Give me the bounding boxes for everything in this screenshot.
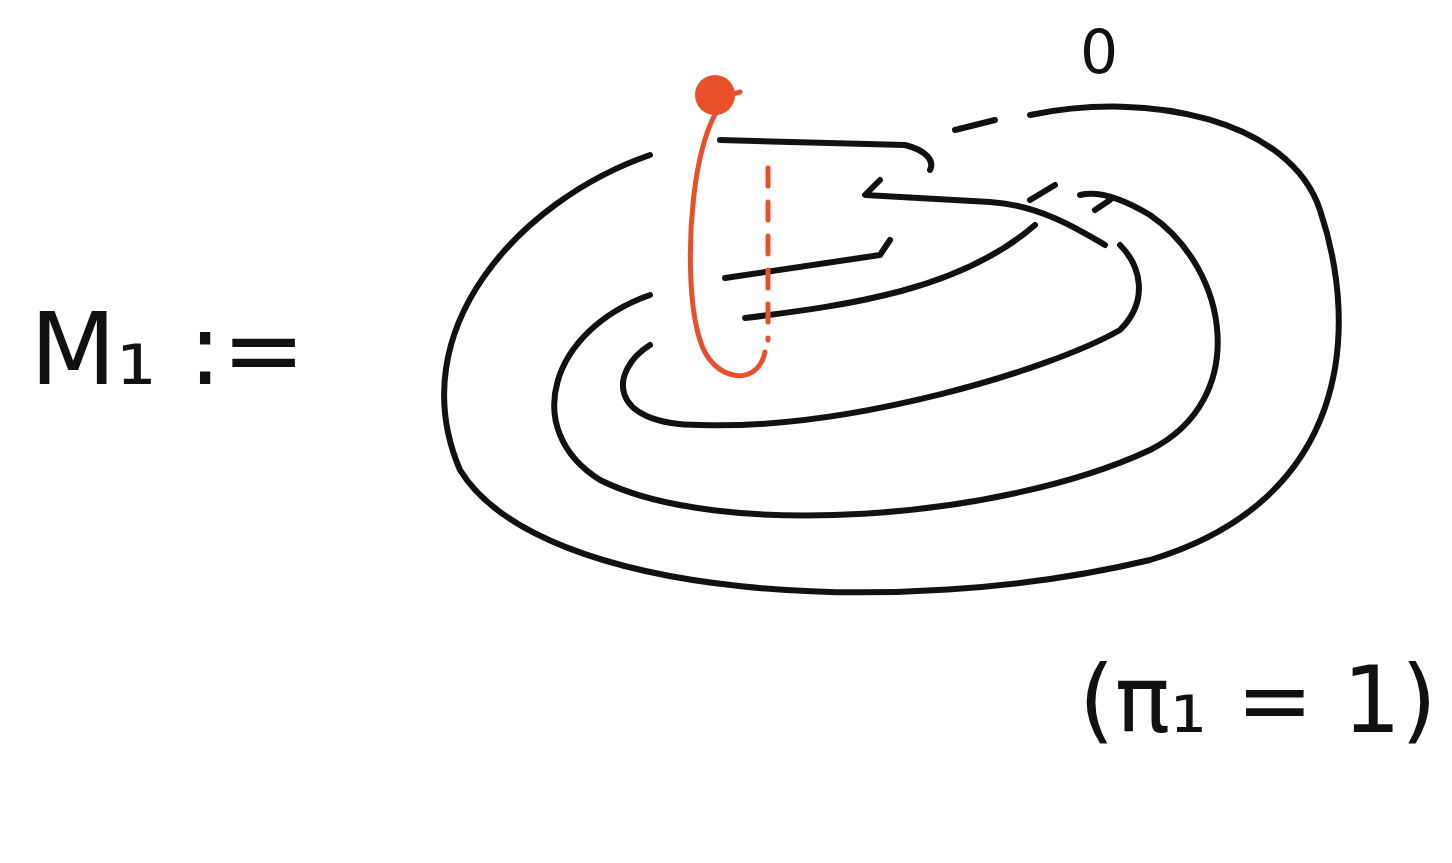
mid-strand — [1030, 185, 1110, 210]
label-text: M₁ := — [30, 300, 306, 400]
label-text: (π₁ = 1) — [1079, 655, 1437, 747]
top-strand — [720, 140, 931, 170]
top-strand — [865, 180, 1105, 245]
one-handle-arc — [690, 92, 765, 376]
framing-number: 0 — [1080, 22, 1118, 82]
outer-strand — [444, 107, 1339, 593]
middle-strand — [554, 194, 1217, 516]
mid-strand — [725, 240, 890, 278]
one-handle-dot — [695, 75, 735, 115]
one-handle-dashed — [766, 168, 771, 340]
mid-strand — [745, 225, 1035, 318]
top-strand — [955, 120, 995, 130]
